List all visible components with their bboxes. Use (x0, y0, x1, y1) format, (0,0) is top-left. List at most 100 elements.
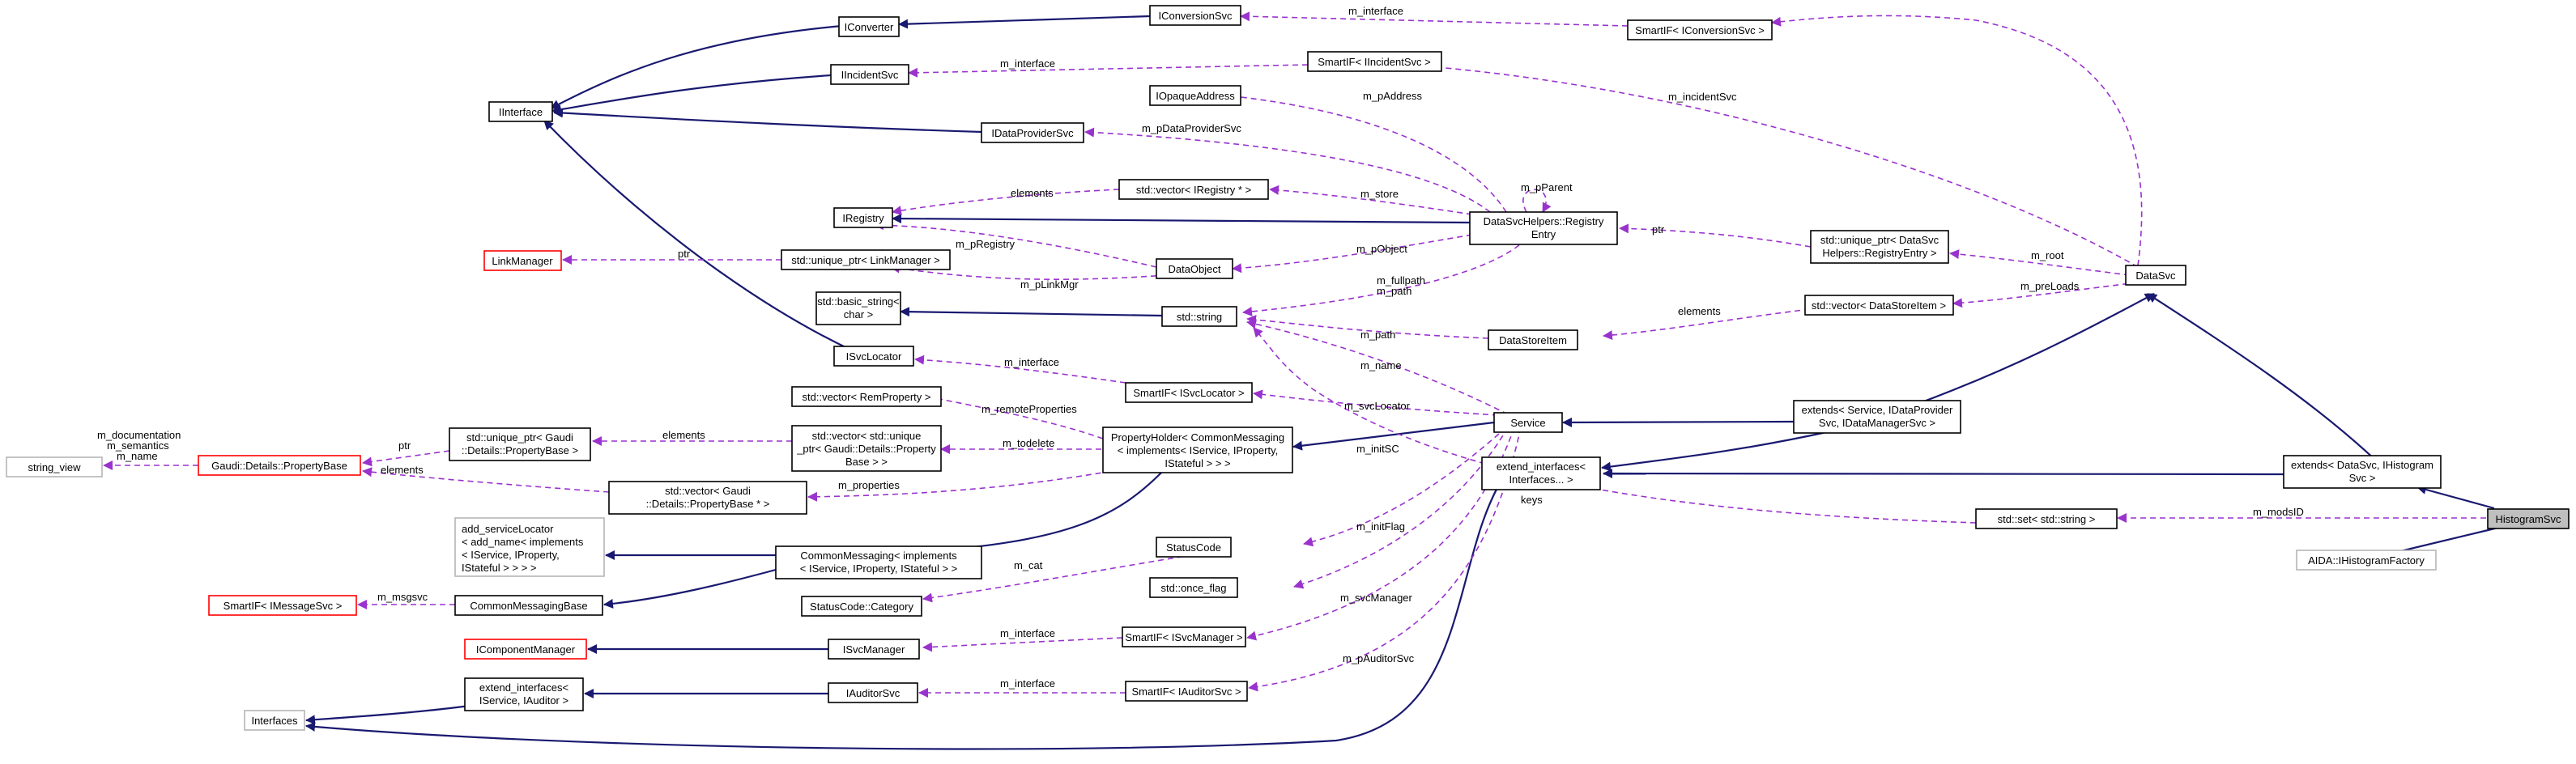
edge-uniqueptr-registryentry (1619, 223, 1812, 248)
node-smartif-iauditorsvc[interactable]: SmartIF< IAuditorSvc > (1125, 681, 1248, 702)
node-iconversionsvc[interactable]: IConversionSvc (1149, 5, 1241, 26)
node-icomponentmanager[interactable]: IComponentManager (464, 639, 587, 660)
svg-text:Gaudi::Details::PropertyBase: Gaudi::Details::PropertyBase (211, 460, 347, 472)
svg-text:IInterface: IInterface (499, 106, 543, 118)
node-statuscode[interactable]: StatusCode (1156, 537, 1232, 558)
node-std-string[interactable]: std::string (1161, 306, 1237, 327)
edge-vectoriregistry-iregistry (892, 189, 1120, 216)
node-histogramsvc[interactable]: HistogramSvc (2487, 508, 2570, 529)
node-vector-unique-ptr[interactable]: std::vector< std::unique _ptr< Gaudi::De… (791, 425, 942, 472)
node-smartif-iincidentsvc[interactable]: SmartIF< IIncidentSvc > (1307, 51, 1442, 72)
svg-text:< implements< IService, IPrope: < implements< IService, IProperty, (1118, 444, 1278, 456)
node-iopaqueaddress[interactable]: IOpaqueAddress (1149, 85, 1241, 106)
svg-text:IAuditorSvc: IAuditorSvc (846, 687, 901, 699)
svg-text:StatusCode::Category: StatusCode::Category (810, 601, 913, 613)
svg-text:IIncidentSvc: IIncidentSvc (841, 69, 899, 81)
node-extends-service[interactable]: extends< Service, IDataProvider Svc, IDa… (1793, 400, 1961, 434)
node-commonmessaging-implements[interactable]: CommonMessaging< implements < IService, … (775, 545, 982, 579)
node-unique-ptr-registryentry[interactable]: std::unique_ptr< DataSvc Helpers::Regist… (1810, 230, 1949, 264)
node-interfaces[interactable]: Interfaces (244, 710, 305, 731)
label-m-interface-svcmanager: m_interface (1000, 627, 1055, 639)
svg-text:extend_interfaces<: extend_interfaces< (479, 681, 568, 694)
edge-datasvc-vectordatastoreitem (1952, 282, 2139, 308)
edge-registryentry-vectoriregistry (1269, 185, 1473, 215)
label-m-interface-auditor: m_interface (1000, 677, 1055, 690)
node-vector-iregistry[interactable]: std::vector< IRegistry * > (1118, 179, 1269, 200)
node-vector-remproperty[interactable]: std::vector< RemProperty > (791, 386, 942, 407)
edge-datastoreitem-stdstring (1246, 315, 1489, 339)
node-smartif-imessagesvc[interactable]: SmartIF< IMessageSvc > (208, 595, 357, 616)
node-smartif-isvcmanager[interactable]: SmartIF< ISvcManager > (1122, 626, 1246, 647)
svg-text:SmartIF< ISvcManager >: SmartIF< ISvcManager > (1125, 631, 1242, 643)
label-ptr-linkmanager: ptr (678, 248, 691, 260)
node-datasvc[interactable]: DataSvc (2125, 265, 2186, 286)
svg-text:std::vector< IRegistry * >: std::vector< IRegistry * > (1136, 184, 1251, 196)
svg-text:IConverter: IConverter (845, 21, 894, 33)
edge-datasvc-smartif-iconversionsvc (1771, 15, 2143, 266)
node-vector-propertybase[interactable]: std::vector< Gaudi ::Details::PropertyBa… (608, 481, 807, 515)
svg-text:Service: Service (1510, 417, 1545, 429)
svg-text:DataObject: DataObject (1168, 263, 1220, 275)
node-registryentry[interactable]: DataSvcHelpers::Registry Entry (1469, 211, 1618, 245)
node-unique-ptr-linkmanager[interactable]: std::unique_ptr< LinkManager > (781, 249, 951, 270)
node-dataobject[interactable]: DataObject (1156, 258, 1233, 279)
edge-uniqueptrpb-propertybase (362, 450, 450, 467)
edge-smartif-iconversionsvc (1240, 11, 1629, 27)
label-elements-registry: elements (1011, 187, 1054, 199)
label-m-root: m_root (2031, 249, 2064, 261)
node-set-string[interactable]: std::set< std::string > (1975, 508, 2118, 529)
edge-extendsdatasvc-datasvc (2147, 293, 2378, 462)
node-extends-datasvc[interactable]: extends< DataSvc, IHistogram Svc > (2283, 455, 2442, 489)
node-string-view[interactable]: string_view (6, 456, 103, 478)
node-datastoreitem[interactable]: DataStoreItem (1488, 329, 1578, 350)
node-isvcmanager[interactable]: ISvcManager (828, 639, 920, 660)
node-basic-string[interactable]: std::basic_string< char > (815, 291, 901, 325)
label-elements-datastoreitem: elements (1678, 305, 1721, 317)
node-linkmanager[interactable]: LinkManager (483, 250, 562, 271)
node-once-flag[interactable]: std::once_flag (1149, 577, 1238, 598)
svg-text:std::vector< DataStoreItem >: std::vector< DataStoreItem > (1812, 299, 1946, 312)
node-iincidentsvc[interactable]: IIncidentSvc (830, 64, 909, 85)
node-extend-interfaces[interactable]: extend_interfaces< Interfaces... > (1481, 456, 1601, 490)
svg-text:std::vector< Gaudi: std::vector< Gaudi (665, 485, 751, 497)
svg-text:CommonMessagingBase: CommonMessagingBase (470, 600, 587, 612)
svg-text:Interfaces... >: Interfaces... > (1509, 473, 1573, 486)
svg-text:std::basic_string<: std::basic_string< (817, 295, 900, 308)
svg-text:DataStoreItem: DataStoreItem (1499, 334, 1567, 346)
label-m-pobject: m_pObject (1356, 243, 1407, 255)
svg-text:AIDA::IHistogramFactory: AIDA::IHistogramFactory (2308, 554, 2425, 567)
node-propertybase[interactable]: Gaudi::Details::PropertyBase (198, 455, 361, 476)
nodes: IConverter IConversionSvc SmartIF< IConv… (6, 5, 2570, 731)
node-smartif-iconversionsvc[interactable]: SmartIF< IConversionSvc > (1627, 19, 1773, 40)
node-isvclocator[interactable]: ISvcLocator (833, 346, 914, 367)
node-extend-interfaces-auditor[interactable]: extend_interfaces< IService, IAuditor > (464, 677, 584, 711)
node-aida-ihistogramfactory[interactable]: AIDA::IHistogramFactory (2296, 550, 2437, 571)
edge-service-smartifisvclocator (1253, 389, 1499, 416)
node-iconverter[interactable]: IConverter (838, 16, 900, 37)
svg-text:IService, IAuditor >: IService, IAuditor > (479, 694, 568, 707)
svg-text:IDataProviderSvc: IDataProviderSvc (991, 127, 1074, 139)
node-service[interactable]: Service (1493, 412, 1563, 433)
node-vector-datastoreitem[interactable]: std::vector< DataStoreItem > (1804, 295, 1954, 316)
svg-text:add_serviceLocator: add_serviceLocator (462, 523, 554, 535)
edge-datasvc-smartif-iincidentsvc (1426, 62, 2139, 268)
svg-text:SmartIF< IAuditorSvc >: SmartIF< IAuditorSvc > (1131, 685, 1241, 698)
label-ptr-registryentry: ptr (1652, 223, 1665, 236)
node-unique-ptr-propertybase[interactable]: std::unique_ptr< Gaudi ::Details::Proper… (449, 427, 591, 461)
node-iregistry[interactable]: IRegistry (833, 207, 893, 228)
svg-text:LinkManager: LinkManager (492, 255, 553, 267)
svg-text:SmartIF< ISvcLocator >: SmartIF< ISvcLocator > (1133, 387, 1244, 399)
node-statuscode-category[interactable]: StatusCode::Category (801, 596, 922, 617)
node-iinterface[interactable]: IInterface (488, 101, 553, 122)
node-iauditorsvc[interactable]: IAuditorSvc (828, 682, 918, 703)
node-idataprovidersvc[interactable]: IDataProviderSvc (981, 122, 1084, 143)
node-add-servicelocator[interactable]: add_serviceLocator < add_name< implement… (454, 517, 605, 577)
node-commonmessagingbase[interactable]: CommonMessagingBase (454, 595, 603, 616)
svg-text:Base > >: Base > > (845, 456, 888, 468)
label-keys: keys (1521, 494, 1543, 506)
inheritance-edges (305, 15, 2499, 750)
edge-registryentry-idataprovidersvc (1084, 127, 1491, 213)
edge-datasvc-uniqueptr (1949, 249, 2131, 276)
node-smartif-isvclocator[interactable]: SmartIF< ISvcLocator > (1125, 382, 1253, 403)
node-propertyholder[interactable]: PropertyHolder< CommonMessaging < implem… (1102, 427, 1293, 473)
